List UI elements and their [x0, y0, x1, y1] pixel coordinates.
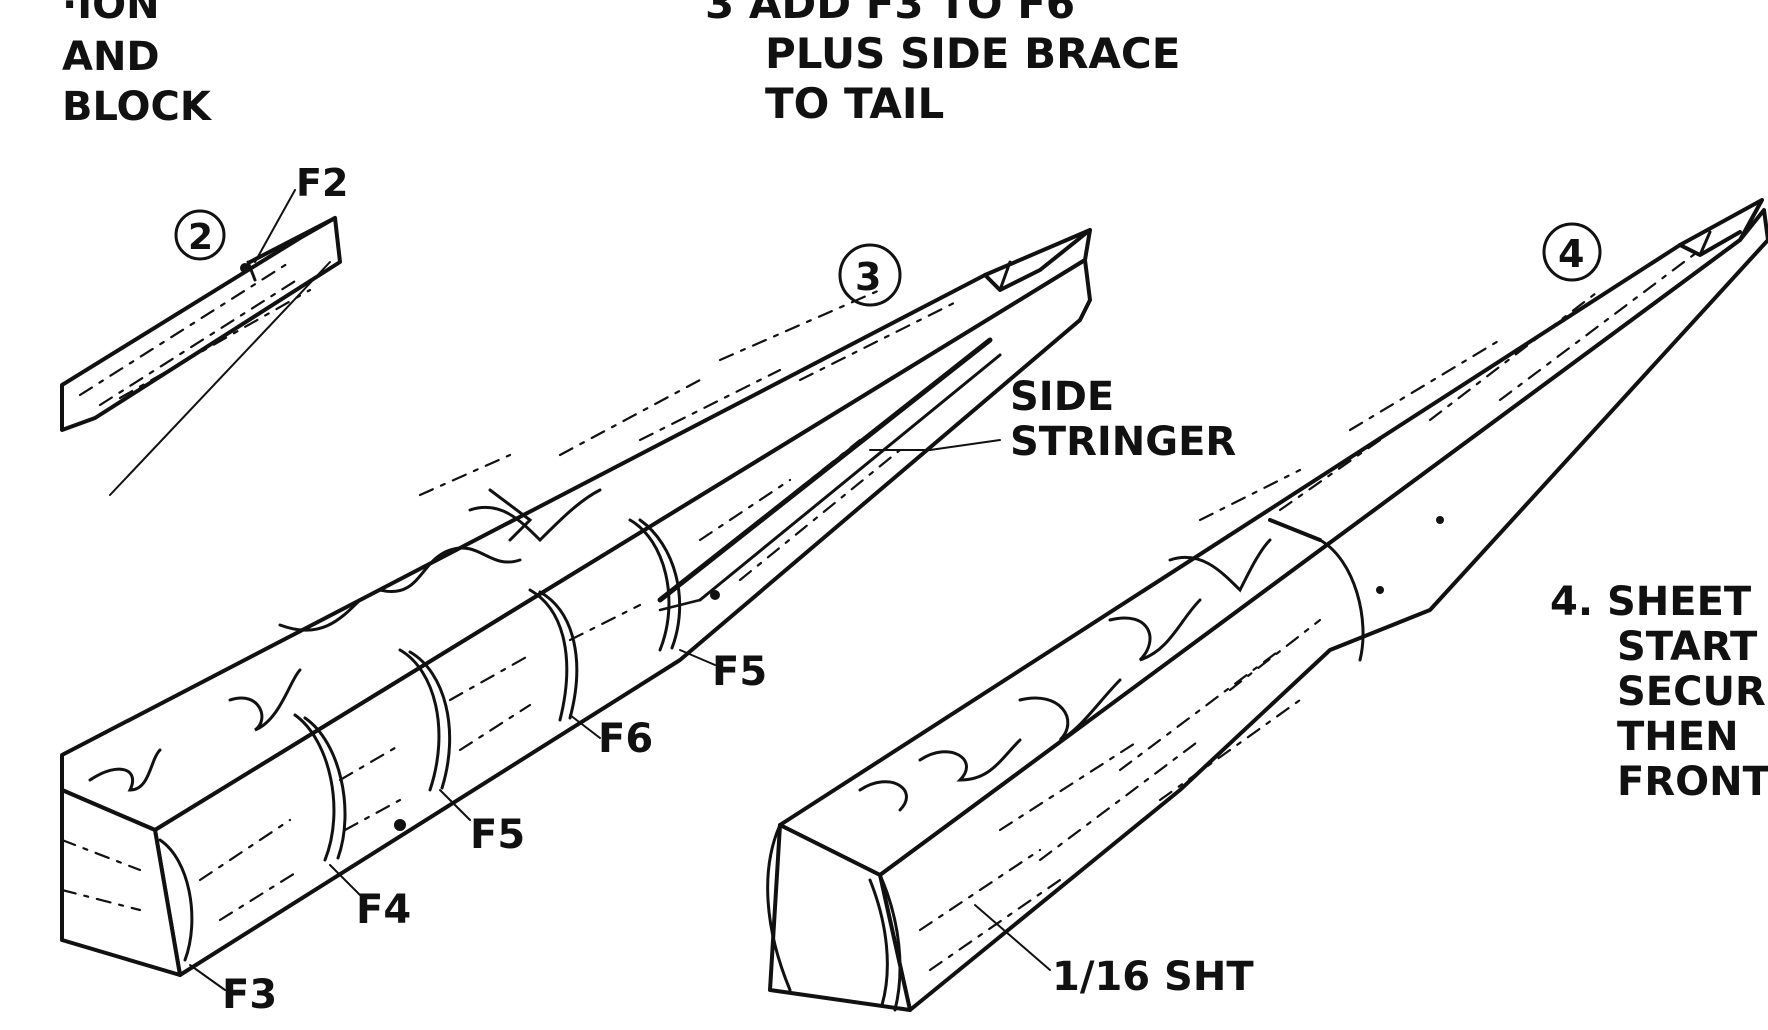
label-f6: F6	[598, 716, 653, 762]
step4-text: 4. SHEET START SECUR THEN FRONT	[1550, 579, 1768, 805]
step4-fuselage: 4 1/16 SHT	[766, 198, 1768, 1012]
step1-line-2: AND	[62, 34, 160, 80]
step2-number: 2	[188, 217, 213, 258]
step4-line-1: 4. SHEET	[1550, 579, 1752, 625]
step1-line-1: ·ION	[62, 0, 160, 28]
step3-fuselage: 3 SIDE STRINGER F5 F6 F5 F4 F3	[60, 228, 1236, 1018]
step4-line-5: FRONT	[1617, 759, 1768, 805]
label-f2: F2	[296, 161, 348, 205]
step1-fragment-text: ·ION AND BLOCK	[62, 0, 213, 130]
label-side-stringer-1: SIDE	[1010, 374, 1114, 420]
label-f5-lower: F5	[470, 812, 525, 858]
step4-number: 4	[1558, 232, 1584, 276]
callout-circle-3	[838, 243, 902, 307]
step3-title-text: 3 ADD F3 TO F6 PLUS SIDE BRACE TO TAIL	[705, 0, 1180, 128]
step3-line-2: PLUS SIDE BRACE	[765, 29, 1180, 78]
label-f5-upper: F5	[712, 649, 767, 695]
step4-line-3: SECUR	[1617, 669, 1766, 715]
step2-fuselage: 2 F2	[60, 161, 348, 496]
step3-line-1: 3 ADD F3 TO F6	[705, 0, 1075, 28]
step4-line-4: THEN	[1617, 714, 1739, 760]
label-side-stringer-2: STRINGER	[1010, 419, 1236, 465]
callout-circle-4	[1542, 222, 1602, 282]
step3-line-3: TO TAIL	[765, 79, 944, 128]
label-1-16-sheet: 1/16 SHT	[1052, 954, 1254, 1000]
label-f3: F3	[222, 972, 277, 1018]
label-f4: F4	[356, 887, 411, 933]
step3-number: 3	[855, 255, 881, 299]
step1-line-3: BLOCK	[62, 84, 213, 130]
callout-circle-2	[174, 209, 226, 261]
step4-line-2: START	[1617, 624, 1758, 670]
